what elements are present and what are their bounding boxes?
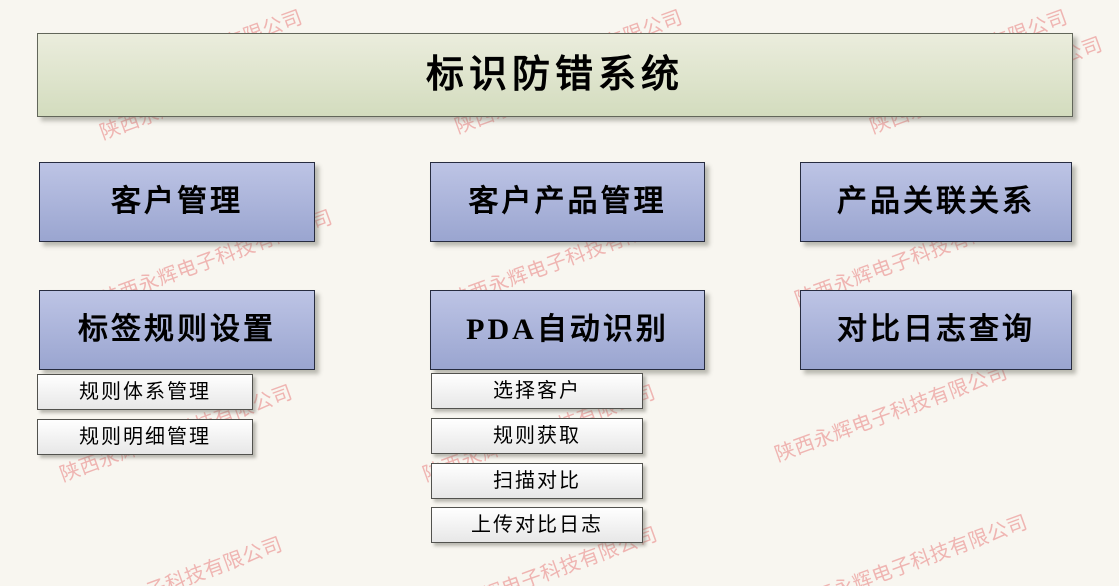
watermark-text: 陕西永辉电子科技有限公司 [772,361,1011,467]
watermark-text: 陕西永辉电子科技有限公司 [47,533,286,586]
module-customer-management: 客户管理 [39,162,315,242]
watermark-text: 陕西永辉电子科技有限公司 [792,511,1031,586]
subitem-select-customer: 选择客户 [431,373,643,409]
system-title-banner: 标识防错系统 [37,33,1073,117]
subitem-scan-compare: 扫描对比 [431,463,643,499]
module-label-rule-settings: 标签规则设置 [39,290,315,370]
module-compare-log-query: 对比日志查询 [800,290,1072,370]
subitem-upload-compare-log: 上传对比日志 [431,507,643,543]
module-product-relation: 产品关联关系 [800,162,1072,242]
module-customer-product-management: 客户产品管理 [430,162,705,242]
subitem-rule-fetch: 规则获取 [431,418,643,454]
module-pda-auto-recognition: PDA自动识别 [430,290,705,370]
subitem-rule-system-management: 规则体系管理 [37,374,253,410]
subitem-rule-detail-management: 规则明细管理 [37,419,253,455]
